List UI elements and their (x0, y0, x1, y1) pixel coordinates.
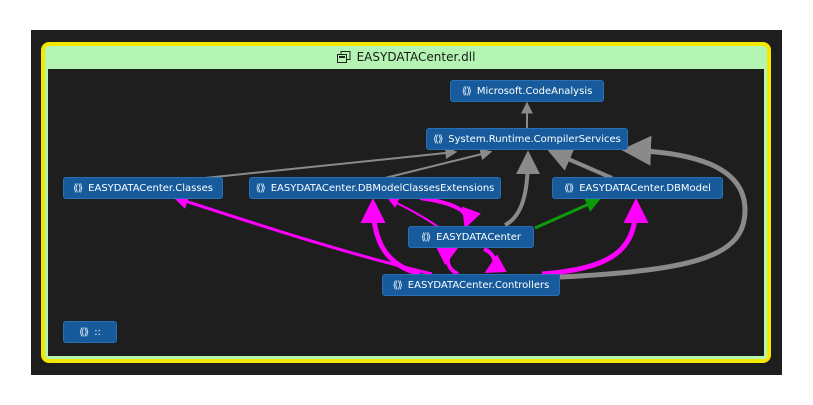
namespace-icon: ⟪⟫ (73, 182, 83, 194)
namespace-icon: ⟪⟫ (255, 182, 266, 194)
node-global-label: :: (94, 326, 101, 338)
assembly-group[interactable]: EASYDATACenter.dll (41, 42, 771, 363)
node-dbmodelext[interactable]: ⟪⟫ EASYDATACenter.DBModelClassesExtensio… (249, 177, 501, 199)
node-controllers[interactable]: ⟪⟫ EASYDATACenter.Controllers (382, 274, 560, 296)
node-root[interactable]: ⟪⟫ EASYDATACenter (408, 226, 534, 248)
node-dbmodelext-label: EASYDATACenter.DBModelClassesExtensions (270, 182, 495, 194)
assembly-group-title: EASYDATACenter.dll (356, 50, 476, 64)
namespace-icon: ⟪⟫ (79, 326, 89, 338)
namespace-icon: ⟪⟫ (421, 231, 431, 243)
node-dbmodel[interactable]: ⟪⟫ EASYDATACenter.DBModel (552, 177, 723, 199)
assembly-group-header: EASYDATACenter.dll (45, 46, 767, 68)
node-compilerservices-label: System.Runtime.CompilerServices (448, 133, 621, 145)
namespace-icon: ⟪⟫ (564, 182, 574, 194)
node-global[interactable]: ⟪⟫ :: (63, 321, 117, 343)
node-controllers-label: EASYDATACenter.Controllers (407, 279, 550, 291)
namespace-icon: ⟪⟫ (461, 85, 472, 97)
node-classes[interactable]: ⟪⟫ EASYDATACenter.Classes (63, 177, 223, 199)
node-compilerservices[interactable]: ⟪⟫ System.Runtime.CompilerServices (426, 128, 628, 150)
assembly-icon (336, 51, 351, 63)
node-root-label: EASYDATACenter (436, 231, 521, 243)
node-codeanalysis-label: Microsoft.CodeAnalysis (476, 85, 593, 97)
node-classes-label: EASYDATACenter.Classes (88, 182, 213, 194)
assembly-group-body (48, 69, 764, 356)
node-codeanalysis[interactable]: ⟪⟫ Microsoft.CodeAnalysis (450, 80, 604, 102)
namespace-icon: ⟪⟫ (433, 133, 443, 145)
node-dbmodel-label: EASYDATACenter.DBModel (579, 182, 711, 194)
namespace-icon: ⟪⟫ (392, 279, 403, 291)
